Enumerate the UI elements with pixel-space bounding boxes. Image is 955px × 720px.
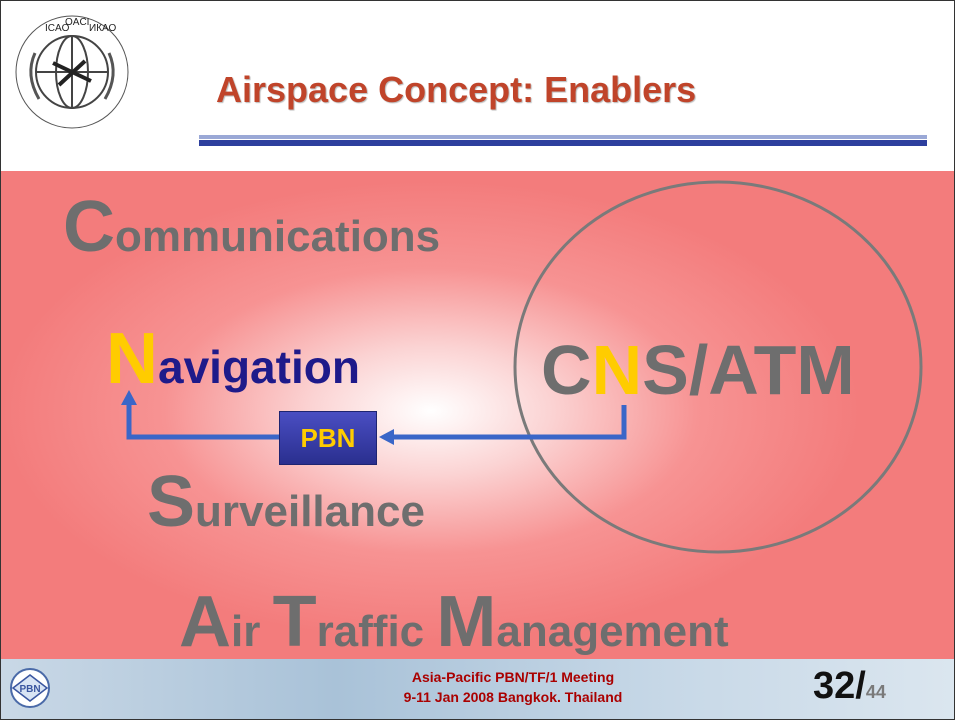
atm-initial-m: M [436,582,497,662]
atm-rest-m: anagement [496,607,729,656]
atm-initial-a: A [179,582,231,662]
meeting-info: Asia-Pacific PBN/TF/1 Meeting 9-11 Jan 2… [383,667,643,707]
navigation-rest: avigation [158,341,360,393]
cns-rest: S/ATM [642,331,855,409]
surveillance-rest: urveillance [195,487,425,536]
pbn-footer-logo: PBN [10,668,50,708]
communications-rest: ommunications [115,212,441,261]
navigation-initial: N [106,319,158,399]
atm-rest-a: ir [231,607,273,656]
slide-title: Airspace Concept: Enablers [216,69,697,110]
page-current: 32/ [813,665,866,707]
cns-atm-label: CNS/ATM [541,335,855,405]
logo-text-icao: ICAO [45,23,70,34]
communications-label: Communications [63,191,440,263]
communications-initial: C [63,187,115,267]
footer-logo-text: PBN [19,684,40,695]
title-rule-light [199,135,927,139]
meeting-line-2: 9-11 Jan 2008 Bangkok. Thailand [403,689,623,705]
atm-rest-t: raffic [316,607,437,656]
cns-c: C [541,331,592,409]
footer-bar [1,659,954,719]
cns-n: N [591,331,643,409]
atm-initial-t: T [272,582,317,662]
logo-text-oaci: OACI [65,17,89,28]
pbn-box: PBN [279,411,377,465]
title-rule-dark [199,140,927,146]
surveillance-label: Surveillance [147,466,425,538]
icao-logo: ICAO OACI ИКАО [15,15,129,129]
air-traffic-management-label: Air Traffic Management [179,586,729,658]
page-total: 44 [865,682,886,702]
page-number: 32/44 [813,665,886,708]
surveillance-initial: S [147,462,196,542]
meeting-line-1: Asia-Pacific PBN/TF/1 Meeting [411,669,615,685]
logo-text-ikao: ИКАО [89,23,116,34]
navigation-label: Navigation [106,323,360,395]
